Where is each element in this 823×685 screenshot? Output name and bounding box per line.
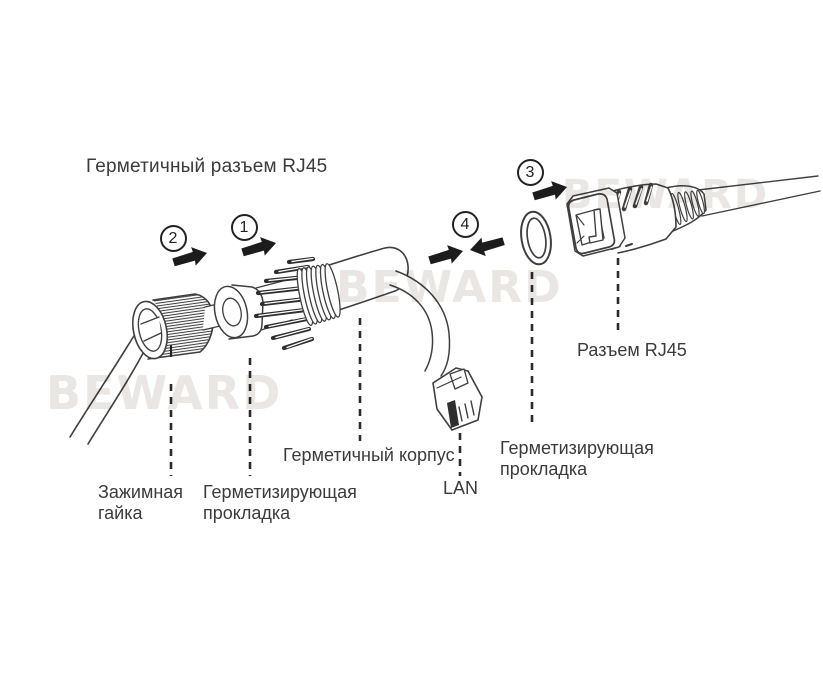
cable-to-lan-drawing [389, 270, 451, 377]
label-rj45-connector: Разъем RJ45 [577, 340, 687, 360]
step4-arrow-right-icon [428, 245, 463, 265]
step-4-badge: 4 [451, 210, 479, 238]
label-lan: LAN [443, 478, 479, 498]
step4-arrow-left-icon [470, 237, 505, 257]
step-3-badge: 3 [516, 158, 544, 186]
sealing-gasket-left-drawing [213, 284, 264, 340]
step3-arrow-icon [532, 181, 567, 201]
beward-watermark: BEWARD [562, 172, 770, 218]
connector-pins [253, 256, 316, 351]
label-sealing-gasket-left: Герметизирующая прокладка [203, 482, 357, 523]
threaded-collar-drawing [296, 263, 341, 327]
lan-plug-drawing [432, 367, 483, 431]
leader-lines [169, 258, 620, 476]
beward-watermark: BEWARD [46, 366, 283, 420]
label-sealing-gasket-right: Герметизирующая прокладка [500, 438, 654, 479]
step-1-badge: 1 [230, 213, 258, 241]
beward-watermark: BEWARD [336, 262, 563, 313]
label-hermetic-body: Герметичный корпус [283, 445, 455, 465]
label-clamping-nut: Зажимная гайка [98, 482, 184, 523]
clamping-nut-drawing [131, 293, 214, 360]
step-arrows [172, 181, 567, 267]
rj45-connector-drawing [566, 175, 821, 257]
o-ring-drawing [520, 210, 552, 266]
diagram-title: Герметичный разъем RJ45 [86, 156, 328, 177]
step1-arrow-icon [241, 237, 276, 257]
step2-arrow-icon [172, 247, 207, 267]
parts-layer [69, 175, 821, 445]
step-2-badge: 2 [159, 224, 187, 252]
cable-left-drawing [69, 325, 149, 445]
